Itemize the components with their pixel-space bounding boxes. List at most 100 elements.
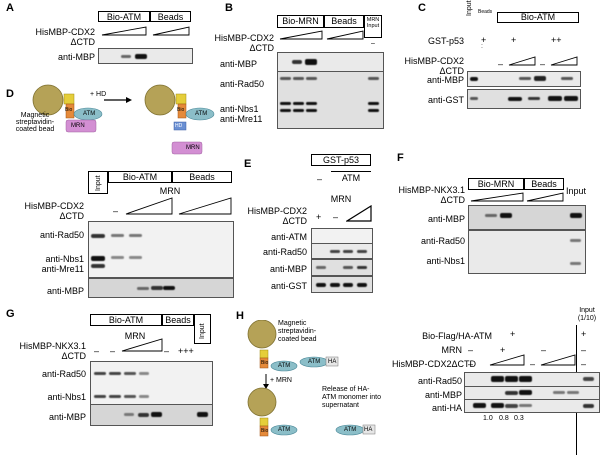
- panel-b-header-box-1: [277, 15, 324, 28]
- panel-label-a: A: [6, 2, 14, 14]
- band: [316, 283, 326, 287]
- band: [583, 377, 594, 381]
- panel-f-header-1: Bio-MRN: [477, 179, 515, 189]
- panel-b-blot-mbp: [277, 52, 384, 73]
- panel-d-header-box-2: [172, 171, 232, 183]
- band: [473, 403, 486, 408]
- panel-h-release-2: ATM monomer into: [322, 394, 381, 401]
- panel-e-protein-label-2: ΔCTD: [282, 216, 307, 226]
- panel-f-protein-label: HisMBP-NKX3.1: [398, 185, 465, 195]
- panel-f-protein-label-2: ΔCTD: [440, 195, 465, 205]
- band: [368, 109, 379, 112]
- panel-b-input-box: [364, 15, 382, 38]
- band: [151, 412, 162, 417]
- panel-h-row-label-2: anti-MBP: [424, 390, 462, 400]
- band: [293, 109, 304, 112]
- panel-h-atm-2: ATM: [308, 359, 321, 365]
- panel-h-atm-3: ATM: [278, 427, 291, 433]
- band: [357, 283, 367, 287]
- panel-b-blot-mrn: [277, 71, 384, 129]
- panel-d-bead-text-3: coated bead: [15, 126, 55, 133]
- panel-g-protein-label: HisMBP-NKX3.1: [19, 341, 86, 351]
- panel-g-row-label-3: anti-MBP: [48, 412, 86, 422]
- band: [519, 390, 532, 395]
- band: [306, 102, 317, 105]
- panel-f-input: Input: [566, 186, 587, 196]
- band: [129, 256, 142, 259]
- panel-e-atm-rule: [331, 171, 371, 172]
- panel-d-blot-mbp: [88, 278, 234, 298]
- panel-b-wedge-1: [279, 30, 323, 40]
- band: [129, 234, 142, 237]
- band: [197, 412, 208, 417]
- panel-f-header-box-2: [524, 178, 564, 190]
- panel-d-hd-box: HD: [175, 123, 183, 129]
- panel-e-mrn: MRN: [330, 194, 352, 204]
- panel-d-bio-1: Bio: [65, 107, 73, 113]
- panel-f-wedge-2: [526, 192, 564, 202]
- band: [564, 96, 578, 101]
- band: [111, 234, 124, 237]
- panel-h-row-label-1: anti-Rad50: [417, 376, 462, 386]
- panel-h-quant-3: 0.3: [514, 415, 524, 422]
- panel-d-row-label-4: anti-MBP: [46, 286, 84, 296]
- panel-b-row-label-3: anti-Nbs1: [220, 104, 259, 114]
- panel-a-header-box-1: [98, 11, 150, 22]
- panel-d-header-2: Beads: [189, 172, 215, 182]
- panel-c-sign-1: –: [498, 59, 504, 69]
- panel-e-protein-label: HisMBP-CDX2: [247, 206, 307, 216]
- panel-c-protein-label-2: ΔCTD: [439, 66, 464, 76]
- panel-e-row-label-4: anti-GST: [270, 281, 307, 291]
- panel-d-mrn-2: MRN: [186, 145, 200, 151]
- band: [163, 286, 175, 290]
- band: [368, 102, 379, 105]
- panel-c-wedge-1: [508, 56, 536, 66]
- panel-c-beads-label: Beads: [478, 9, 493, 15]
- panel-c-wedge-2: [550, 56, 578, 66]
- panel-a-blot: [98, 48, 193, 64]
- panel-f-wedge-1: [470, 192, 524, 202]
- band: [508, 97, 522, 101]
- panel-h-quant-2: 0.8: [499, 415, 509, 422]
- band: [305, 59, 317, 65]
- panel-h-ha-2: HA: [364, 427, 373, 433]
- panel-g-header-box-1: [90, 314, 162, 326]
- panel-d-bead-text-1: Magnetic: [20, 112, 50, 119]
- band: [561, 77, 573, 80]
- band: [109, 395, 121, 398]
- panel-d-protein-label-2: ΔCTD: [59, 211, 84, 221]
- panel-b-row-label-4: anti-Mre11: [220, 114, 263, 124]
- band: [570, 239, 581, 242]
- band: [485, 214, 497, 217]
- band: [500, 213, 512, 218]
- panel-e-row-label-2: anti-Rad50: [262, 247, 307, 257]
- panel-h-wedge-2: [540, 354, 576, 366]
- band: [368, 77, 379, 80]
- panel-d-mrn-label: MRN: [159, 186, 181, 196]
- panel-c-header-box: [497, 12, 579, 23]
- band: [91, 256, 105, 261]
- panel-b-input-header: MRN Input: [366, 17, 380, 29]
- panel-e-sign-1: –: [317, 174, 323, 184]
- panel-b-row-label-2: anti-Rad50: [220, 79, 265, 89]
- panel-c-gst-val-2: +: [511, 35, 517, 45]
- band: [292, 60, 302, 64]
- panel-h-cond-label-2: MRN: [441, 345, 463, 355]
- panel-d-header-box-1: [108, 171, 172, 183]
- band: [330, 283, 340, 287]
- panel-g-sign-4: +++: [178, 346, 194, 356]
- panel-d-row-label-2: anti-Nbs1: [45, 254, 84, 264]
- panel-g-wedge: [121, 338, 163, 352]
- panel-c-blot-mbp: [467, 71, 581, 87]
- band: [306, 109, 317, 112]
- panel-c-header: Bio-ATM: [520, 12, 556, 22]
- panel-g-row-label-1: anti-Rad50: [41, 369, 86, 379]
- band: [470, 97, 478, 100]
- band: [491, 403, 504, 408]
- panel-d-schematic: [32, 84, 215, 155]
- panel-e-row-label-3: anti-MBP: [269, 264, 307, 274]
- panel-d-sign: –: [113, 206, 119, 216]
- panel-b-header-2: Beads: [331, 16, 357, 26]
- panel-h-cond-1-val-1: +: [510, 329, 516, 339]
- band: [343, 266, 353, 269]
